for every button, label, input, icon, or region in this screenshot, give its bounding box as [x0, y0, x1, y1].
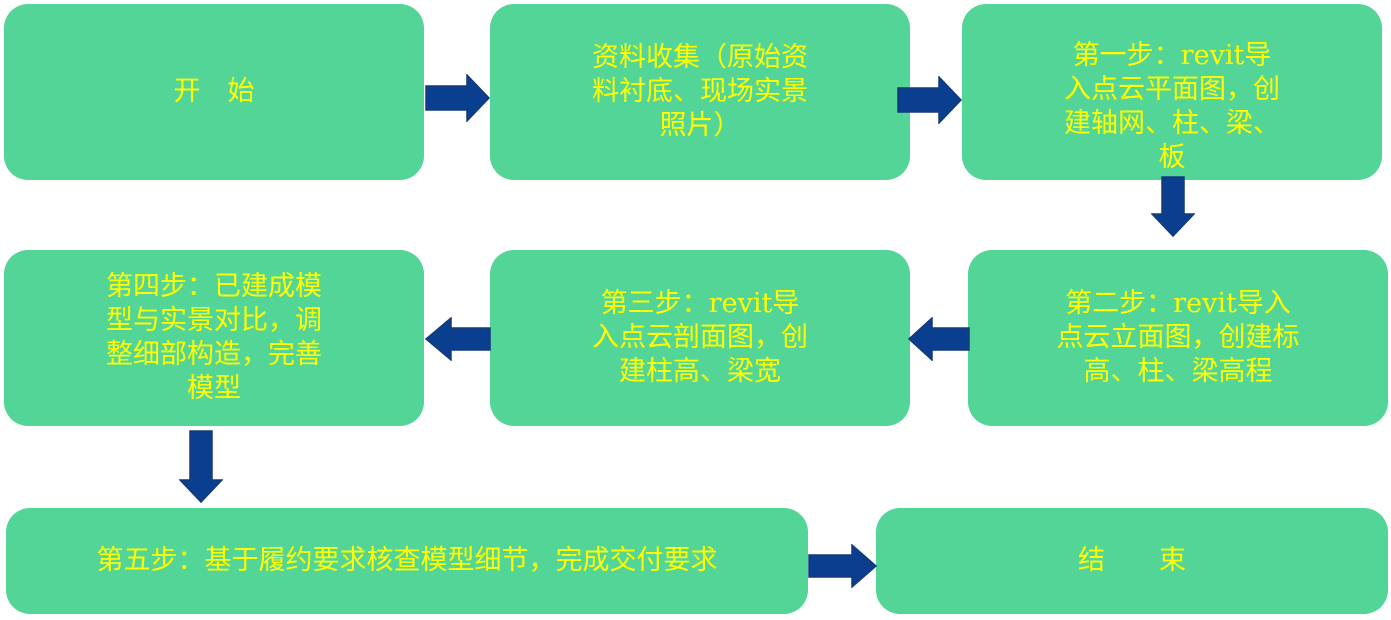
- node-step2-label: 第二步：revit导入 点云立面图，创建标 高、柱、梁高程: [1056, 288, 1300, 387]
- node-start-label: 开 始: [173, 76, 255, 107]
- arrow-step3-to-step4: [425, 317, 491, 361]
- node-step2: 第二步：revit导入 点云立面图，创建标 高、柱、梁高程: [968, 250, 1388, 426]
- node-step4: 第四步：已建成模 型与实景对比，调 整细部构造，完善 模型: [4, 250, 424, 426]
- node-step3-label: 第三步：revit导 入点云剖面图，创 建柱高、梁宽: [592, 288, 808, 387]
- node-step1-label: 第一步：revit导 入点云平面图，创 建轴网、柱、梁、 板: [1064, 40, 1280, 173]
- node-step1: 第一步：revit导 入点云平面图，创 建轴网、柱、梁、 板: [962, 4, 1382, 180]
- arrow-collect-to-step1: [897, 76, 963, 124]
- arrow-step4-to-step5: [179, 430, 223, 504]
- arrow-step5-to-end: [808, 544, 878, 588]
- node-data-collection: 资料收集（原始资 料衬底、现场实景 照片）: [490, 4, 910, 180]
- node-step4-label: 第四步：已建成模 型与实景对比，调 整细部构造，完善 模型: [106, 271, 322, 404]
- arrow-step2-to-step3: [908, 317, 970, 361]
- node-data-collection-label: 资料收集（原始资 料衬底、现场实景 照片）: [592, 42, 808, 141]
- node-start: 开 始: [4, 4, 424, 180]
- node-step5: 第五步：基于履约要求核查模型细节，完成交付要求: [6, 508, 808, 614]
- arrow-step1-to-step2: [1151, 176, 1195, 238]
- node-end-label: 结 束: [1078, 545, 1186, 576]
- node-step5-label: 第五步：基于履约要求核查模型细节，完成交付要求: [96, 545, 718, 576]
- node-step3: 第三步：revit导 入点云剖面图，创 建柱高、梁宽: [490, 250, 910, 426]
- arrow-start-to-collect: [425, 74, 491, 122]
- node-end: 结 束: [876, 508, 1388, 614]
